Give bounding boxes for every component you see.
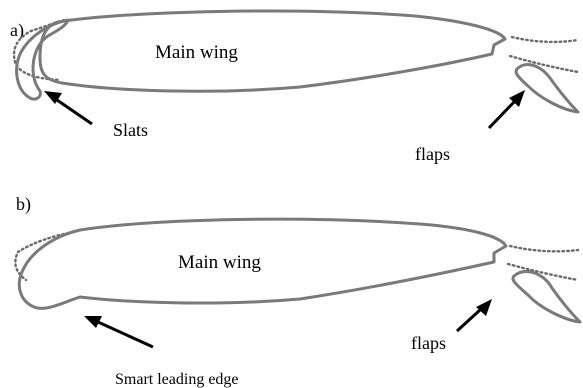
panel-a-tag: a) (10, 20, 24, 41)
panel-a-slats-label: Slats (113, 120, 148, 140)
panel-b-flaps-label: flaps (411, 333, 446, 353)
panel-b-main-wing-label: Main wing (178, 252, 261, 273)
panel-b-main-wing-outline (17, 217, 508, 310)
panel-a-slat-outline (15, 18, 70, 101)
panel-a-flaps-arrow (487, 90, 525, 130)
panel-a-retracted-trailing-edge (508, 35, 580, 74)
panel-b-smart-leading-edge-arrow (84, 316, 154, 349)
panel-b-smart-leading-edge-label: Smart leading edge (115, 371, 239, 388)
panel-a-main-wing-outline (38, 9, 507, 93)
panel-b-tag: b) (16, 194, 31, 215)
panel-b-retracted-leading-edge (14, 229, 80, 282)
panel-a-flaps-label: flaps (415, 144, 450, 164)
panel-a: a) Main wing Slats flaps (10, 9, 580, 164)
panel-b-flaps-arrow (455, 299, 492, 333)
panel-a-retracted-leading-edge (12, 18, 66, 82)
panel-b: b) Main wing Smart leading edge flaps (14, 194, 582, 388)
panel-b-flap-outline (511, 270, 582, 324)
panel-a-main-wing-label: Main wing (155, 42, 238, 63)
panel-a-slats-arrow (44, 91, 93, 126)
panel-b-retracted-trailing-edge (506, 244, 580, 282)
panel-a-flap-outline (514, 63, 580, 114)
